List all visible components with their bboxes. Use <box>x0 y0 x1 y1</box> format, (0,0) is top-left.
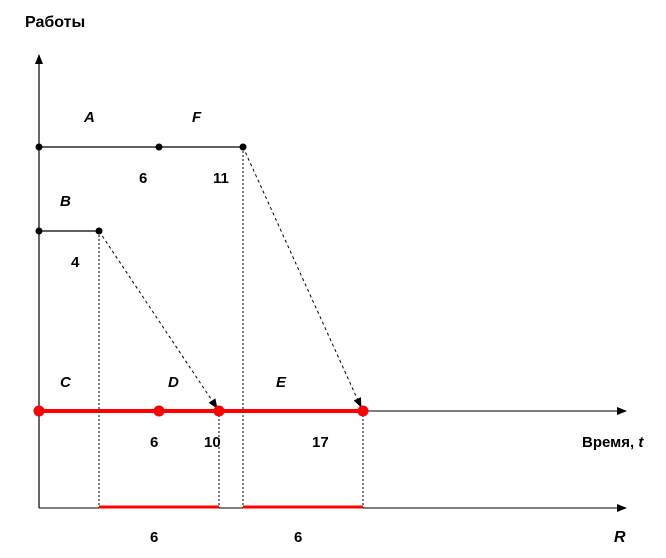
dependency-b-to-d <box>98 230 218 409</box>
event-time-a: 6 <box>139 170 147 187</box>
event-node <box>95 227 103 235</box>
critical-event-node <box>213 405 225 417</box>
dependency-f-to-e <box>242 146 362 408</box>
critical-event-node <box>33 405 45 417</box>
event-node <box>239 143 247 151</box>
time-axis-title-text: Время, <box>582 434 634 451</box>
event-time-c: 6 <box>150 434 158 451</box>
activity-e-label: E <box>276 374 287 391</box>
event-time-f: 11 <box>213 170 229 187</box>
resource-label-second: 6 <box>294 529 302 546</box>
critical-event-node <box>153 405 165 417</box>
event-node <box>155 143 163 151</box>
event-node <box>35 143 43 151</box>
resource-label-first: 6 <box>150 529 158 546</box>
time-axis-title: Время, t <box>582 434 644 451</box>
event-node <box>35 227 43 235</box>
event-time-e: 17 <box>312 434 329 451</box>
critical-event-node <box>357 405 369 417</box>
resource-axis-title: R <box>614 529 626 546</box>
activity-f-label: F <box>192 109 202 126</box>
y-axis-title: Работы <box>25 14 85 31</box>
activity-c-label: C <box>60 374 72 391</box>
activity-a-label: A <box>83 109 95 126</box>
event-time-d: 10 <box>204 434 221 451</box>
event-time-b: 4 <box>71 254 80 271</box>
activity-d-label: D <box>168 374 179 391</box>
activity-b-label: B <box>60 193 71 210</box>
time-axis-symbol: t <box>638 434 644 451</box>
